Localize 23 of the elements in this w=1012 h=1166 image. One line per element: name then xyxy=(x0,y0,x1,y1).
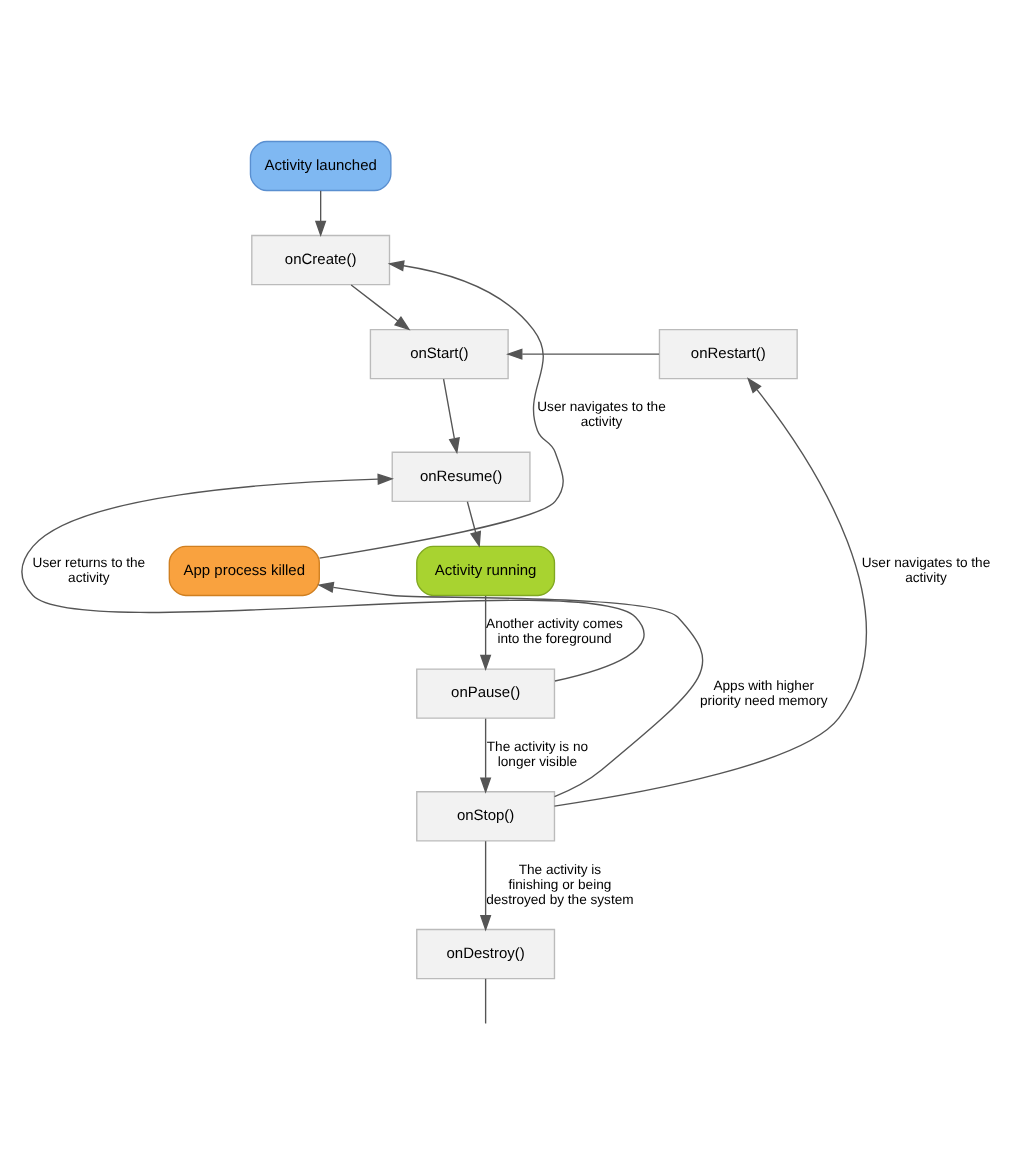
node-box: onDestroy() xyxy=(416,928,556,980)
node-box: onStart() xyxy=(369,328,509,380)
arrow xyxy=(479,840,492,932)
node-box: onPause() xyxy=(416,668,556,719)
arrow xyxy=(442,378,460,455)
node-box: onResume() xyxy=(391,451,531,503)
arrow xyxy=(318,260,564,559)
node-box: App process killed xyxy=(168,545,320,597)
node-box: onCreate() xyxy=(251,234,391,286)
node-box: Activity running xyxy=(416,545,556,597)
arrow xyxy=(479,718,492,794)
arrow xyxy=(553,377,867,807)
arrow xyxy=(314,190,327,237)
node-box: Activity launched xyxy=(249,140,392,192)
arrow xyxy=(506,348,660,360)
arrow xyxy=(317,581,704,798)
arrow xyxy=(21,473,645,682)
arrow xyxy=(350,284,411,331)
connector xyxy=(484,978,487,1025)
arrow xyxy=(479,595,492,672)
node-box: onRestart() xyxy=(658,328,798,380)
arrow xyxy=(466,501,482,548)
node-box: onStop() xyxy=(416,791,556,842)
